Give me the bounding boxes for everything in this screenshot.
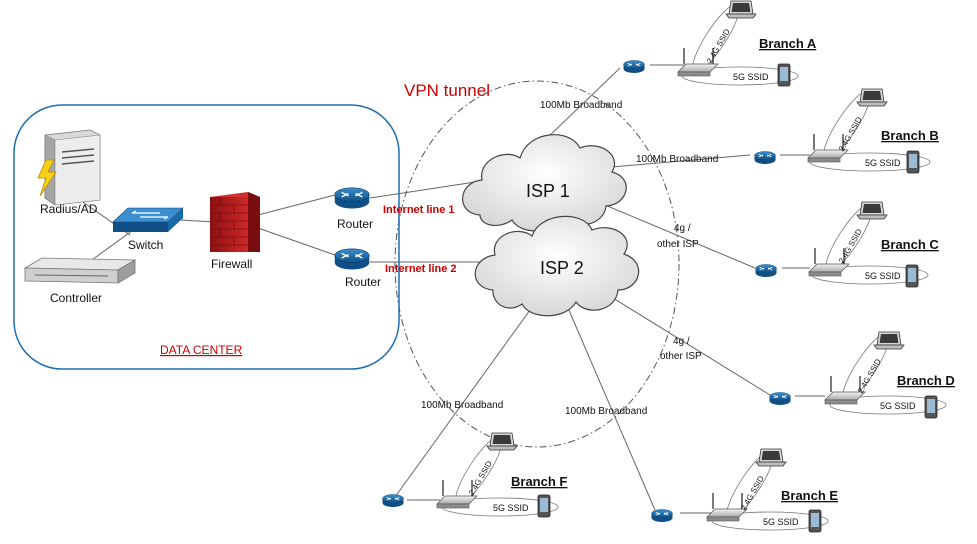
branch-a-label: Branch A [759,36,817,51]
branch-f-phone-icon [537,494,551,518]
isp-2-label: ISP 2 [540,258,584,278]
branch-c-5g-label: 5G SSID [865,271,901,281]
controller-label: Controller [50,291,102,305]
router-2-label: Router [345,275,381,289]
link-a-label: 100Mb Broadband [540,100,622,111]
connection-lines [79,64,825,514]
router-2-icon [334,248,370,271]
branch-e-phone-icon [808,509,822,533]
branch-e-24g-label: 2.4G SSID [739,474,766,512]
branch-b-5g-label: 5G SSID [865,158,901,168]
branch-c-laptop-icon [856,201,888,220]
router-1-icon [334,187,370,210]
branch-b-24g-label: 2.4G SSID [837,115,864,153]
branch-c-router-icon [755,263,777,278]
branch-d-label: Branch D [897,373,955,388]
branch-a-router-icon [623,59,645,74]
branch-f-5g-label: 5G SSID [493,503,529,513]
branch-c-label: Branch C [881,237,939,252]
link-e-label: 100Mb Broadband [565,406,647,417]
link-d-label-2: other ISP [660,351,702,362]
branch-e-router-icon [651,508,673,523]
branch-c: 2.4G SSID 5G SSID Branch C [755,201,939,288]
internet-line-2-label: Internet line 2 [385,263,457,275]
router-1-label: Router [337,217,373,231]
link-c-label-1: 4g / [674,223,691,234]
isp-2-cloud [474,215,640,317]
branch-b-label: Branch B [881,128,939,143]
branch-b-laptop-icon [856,88,888,107]
internet-line-1-label: Internet line 1 [383,204,455,216]
vpn-tunnel-boundary [394,80,680,448]
radius-label: Radius/AD [40,202,98,216]
datacenter-boundary [13,104,400,370]
isp-1-cloud [462,134,627,232]
branch-f-laptop-icon [486,432,518,451]
branch-e: 2.4G SSID 5G SSID Branch E [651,448,838,533]
switch-icon [112,207,184,232]
firewall-icon [210,192,260,252]
branch-d-laptop-icon [873,331,905,350]
branch-a-phone-icon [777,63,791,87]
branch-f: 2.4G SSID 5G SSID Branch F [382,432,567,518]
branch-a-5g-label: 5G SSID [733,72,769,82]
branch-d-5g-coverage [829,395,947,415]
branch-f-label: Branch F [511,474,567,489]
firewall-label: Firewall [211,257,252,271]
branch-c-phone-icon [905,264,919,288]
branch-a-24g-label: 2.4G SSID [705,27,732,65]
branch-d-phone-icon [924,395,938,419]
branch-d-5g-label: 5G SSID [880,401,916,411]
vpn-tunnel-label: VPN tunnel [404,81,490,100]
branch-b-phone-icon [906,150,920,174]
branch-e-laptop-icon [755,448,787,467]
link-d-label-1: 4g / [673,336,690,347]
branch-f-24g-label: 2.4G SSID [467,459,494,497]
switch-label: Switch [128,238,163,252]
branch-e-label: Branch E [781,488,838,503]
branch-c-24g-label: 2.4G SSID [837,227,864,265]
link-b-label: 100Mb Broadband [636,154,718,165]
branch-b-router-icon [754,150,776,165]
isp-1-label: ISP 1 [526,181,570,201]
branch-a: 2.4G SSID 5G SSID Branch A [623,0,817,87]
branch-d-router-icon [769,391,791,406]
datacenter-label: DATA CENTER [160,343,243,357]
branch-d: 2.4G SSID 5G SSID Branch D [769,331,955,419]
controller-icon [23,257,137,284]
link-f-label: 100Mb Broadband [421,400,503,411]
branch-f-router-icon [382,493,404,508]
branch-e-5g-label: 5G SSID [763,517,799,527]
link-c-label-2: other ISP [657,239,699,250]
branch-b: 2.4G SSID 5G SSID Branch B [754,88,939,174]
radius-server-icon [37,129,101,206]
branch-a-laptop-icon [725,0,757,19]
